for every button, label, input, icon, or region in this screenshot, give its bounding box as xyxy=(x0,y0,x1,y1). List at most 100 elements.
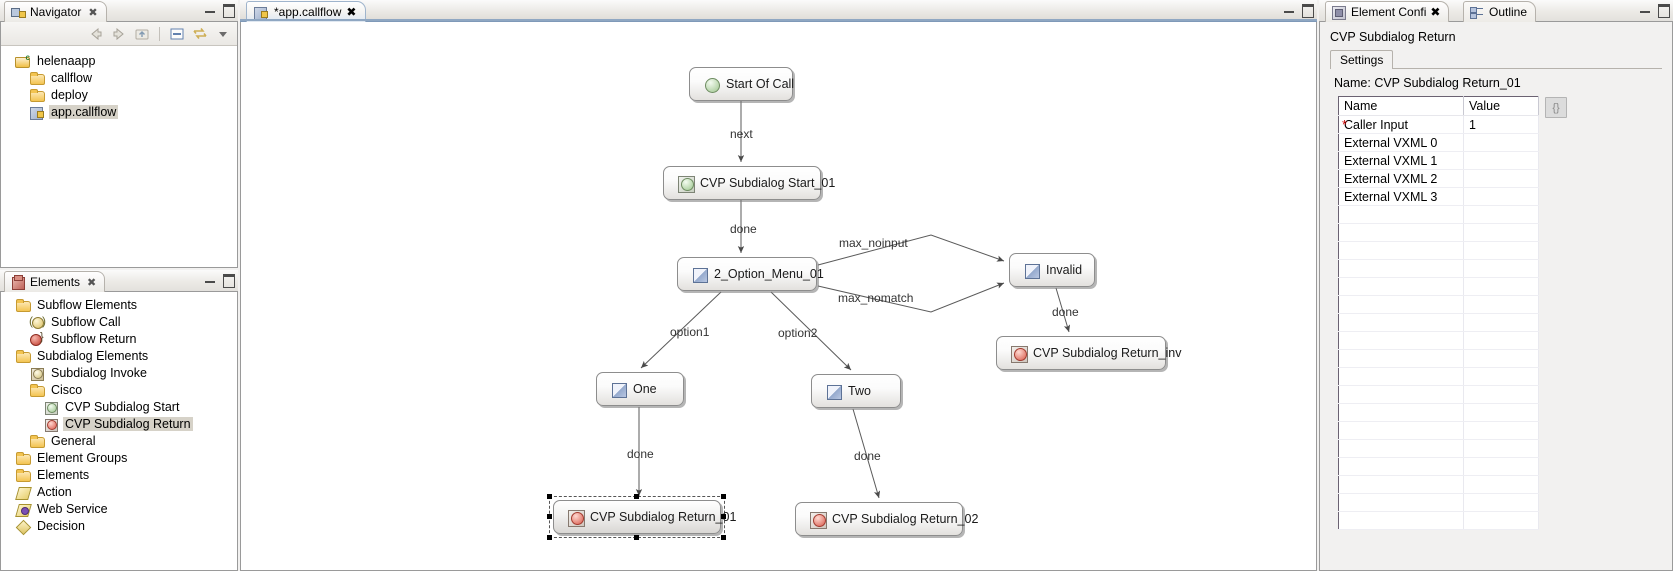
table-row[interactable]: External VXML 2 xyxy=(1338,169,1539,188)
callflow-canvas[interactable]: next done max_noinput max_nomatch done o… xyxy=(240,22,1317,571)
table-row-empty[interactable] xyxy=(1338,259,1539,278)
tab-app-callflow[interactable]: *app.callflow ✖ xyxy=(246,1,367,22)
tree-item-label: Cisco xyxy=(51,382,83,397)
tree-item-subflow-call[interactable]: Subflow Call xyxy=(1,313,237,330)
folder-icon xyxy=(15,468,31,482)
right-pane-tabrow: Element Confi ✖ Outline xyxy=(1319,0,1673,22)
tree-item-element-groups[interactable]: Element Groups xyxy=(1,449,237,466)
table-row-empty[interactable] xyxy=(1338,439,1539,458)
close-icon[interactable]: ✖ xyxy=(88,6,98,19)
node-invalid[interactable]: Invalid xyxy=(1009,253,1095,287)
tree-item-subflow-elements[interactable]: Subflow Elements xyxy=(1,296,237,313)
maximize-icon[interactable] xyxy=(222,273,235,288)
node-start-of-call[interactable]: Start Of Call xyxy=(689,67,794,101)
tree-item-web-service[interactable]: Web Service xyxy=(1,500,237,517)
table-row-empty[interactable] xyxy=(1338,241,1539,260)
tree-item-subflow-return[interactable]: Subflow Return xyxy=(1,330,237,347)
node-cvp-subdialog-start-01[interactable]: CVP Subdialog Start_01 xyxy=(663,166,835,200)
toolbar-separator xyxy=(159,26,160,41)
tab-settings[interactable]: Settings xyxy=(1330,50,1394,69)
view-menu-icon[interactable] xyxy=(215,26,231,42)
minimize-icon[interactable] xyxy=(204,3,216,15)
table-row-empty[interactable] xyxy=(1338,313,1539,332)
maximize-icon[interactable] xyxy=(222,3,235,18)
table-row-empty[interactable] xyxy=(1338,295,1539,314)
property-value[interactable] xyxy=(1463,169,1539,188)
tab-element-configuration[interactable]: Element Confi ✖ xyxy=(1325,1,1450,22)
node-cvp-subdialog-return-01[interactable]: CVP Subdialog Return_01 xyxy=(553,500,736,534)
table-row-empty[interactable] xyxy=(1338,205,1539,224)
node-cvp-subdialog-return-inv[interactable]: CVP Subdialog Return_inv xyxy=(996,336,1181,370)
up-icon[interactable] xyxy=(134,26,150,42)
table-row-empty[interactable] xyxy=(1338,475,1539,494)
minimize-icon[interactable] xyxy=(1639,3,1651,15)
back-icon[interactable] xyxy=(88,26,104,42)
node-one[interactable]: One xyxy=(596,372,684,406)
tree-item-helenaapp[interactable]: helenaapp xyxy=(1,52,237,69)
table-row[interactable]: External VXML 1 xyxy=(1338,151,1539,170)
table-row-empty[interactable] xyxy=(1338,457,1539,476)
cvp-subdialog-start-icon xyxy=(678,175,695,193)
tab-elements[interactable]: Elements ✖ xyxy=(4,271,106,292)
element-name-value[interactable]: CVP Subdialog Return_01 xyxy=(1374,76,1521,90)
table-row[interactable]: External VXML 0 xyxy=(1338,133,1539,152)
table-row-empty[interactable] xyxy=(1338,277,1539,296)
table-row-empty[interactable] xyxy=(1338,331,1539,350)
elements-tree[interactable]: Subflow Elements Subflow Call Subflow Re… xyxy=(1,292,237,570)
tree-item-subdialog-invoke[interactable]: Subdialog Invoke xyxy=(1,364,237,381)
table-row[interactable]: Caller Input 1 xyxy=(1338,115,1539,134)
tree-item-cvp-subdialog-start[interactable]: CVP Subdialog Start xyxy=(1,398,237,415)
maximize-icon[interactable] xyxy=(1657,3,1670,18)
element-name-line: Name: CVP Subdialog Return_01 xyxy=(1334,76,1672,90)
property-value[interactable]: 1 xyxy=(1463,115,1539,134)
minimize-icon[interactable] xyxy=(1283,3,1295,15)
tree-item-label: Elements xyxy=(37,467,90,482)
properties-table[interactable]: Name Value Caller Input 1 External VXML … xyxy=(1338,96,1539,530)
edge-label-done-invalid: done xyxy=(1052,305,1079,319)
tab-navigator[interactable]: Navigator ✖ xyxy=(4,1,107,22)
tree-item-elements[interactable]: Elements xyxy=(1,466,237,483)
tree-item-callflow[interactable]: callflow xyxy=(1,69,237,86)
tree-item-app-callflow[interactable]: app.callflow xyxy=(1,103,237,120)
project-icon xyxy=(15,54,31,68)
property-value[interactable] xyxy=(1463,187,1539,206)
node-cvp-subdialog-return-02[interactable]: CVP Subdialog Return_02 xyxy=(795,502,978,536)
close-icon[interactable]: ✖ xyxy=(346,5,357,19)
close-icon[interactable]: ✖ xyxy=(1430,5,1441,19)
close-icon[interactable]: ✖ xyxy=(87,276,97,289)
table-row[interactable]: External VXML 3 xyxy=(1338,187,1539,206)
forward-icon[interactable] xyxy=(111,26,127,42)
table-row-empty[interactable] xyxy=(1338,493,1539,512)
table-row-empty[interactable] xyxy=(1338,385,1539,404)
table-row-empty[interactable] xyxy=(1338,223,1539,242)
tree-item-general[interactable]: General xyxy=(1,432,237,449)
column-header-value[interactable]: Value xyxy=(1463,96,1539,116)
table-row-empty[interactable] xyxy=(1338,403,1539,422)
tree-item-cisco[interactable]: Cisco xyxy=(1,381,237,398)
table-row-empty[interactable] xyxy=(1338,511,1539,530)
substitution-button[interactable]: {} xyxy=(1545,97,1567,118)
property-value[interactable] xyxy=(1463,133,1539,152)
node-two[interactable]: Two xyxy=(811,374,901,408)
menu-element-icon xyxy=(611,382,627,398)
maximize-icon[interactable] xyxy=(1301,3,1314,18)
navigator-tree[interactable]: helenaapp callflow deploy app.callflow xyxy=(1,46,237,267)
tree-item-subdialog-elements[interactable]: Subdialog Elements xyxy=(1,347,237,364)
table-row-empty[interactable] xyxy=(1338,421,1539,440)
tab-navigator-label: Navigator xyxy=(30,5,82,19)
tree-item-deploy[interactable]: deploy xyxy=(1,86,237,103)
folder-icon xyxy=(15,298,31,312)
property-value[interactable] xyxy=(1463,151,1539,170)
table-row-empty[interactable] xyxy=(1338,349,1539,368)
tree-item-cvp-subdialog-return[interactable]: CVP Subdialog Return xyxy=(1,415,237,432)
tab-outline[interactable]: Outline xyxy=(1463,1,1537,22)
collapse-all-icon[interactable] xyxy=(169,26,185,42)
tab-settings-label: Settings xyxy=(1340,53,1384,67)
tree-item-action[interactable]: Action xyxy=(1,483,237,500)
tree-item-decision[interactable]: Decision xyxy=(1,517,237,534)
minimize-icon[interactable] xyxy=(204,273,216,285)
link-with-editor-icon[interactable] xyxy=(192,26,208,42)
column-header-name[interactable]: Name xyxy=(1338,96,1464,116)
node-2-option-menu-01[interactable]: 2_Option_Menu_01 xyxy=(677,257,824,291)
table-row-empty[interactable] xyxy=(1338,367,1539,386)
